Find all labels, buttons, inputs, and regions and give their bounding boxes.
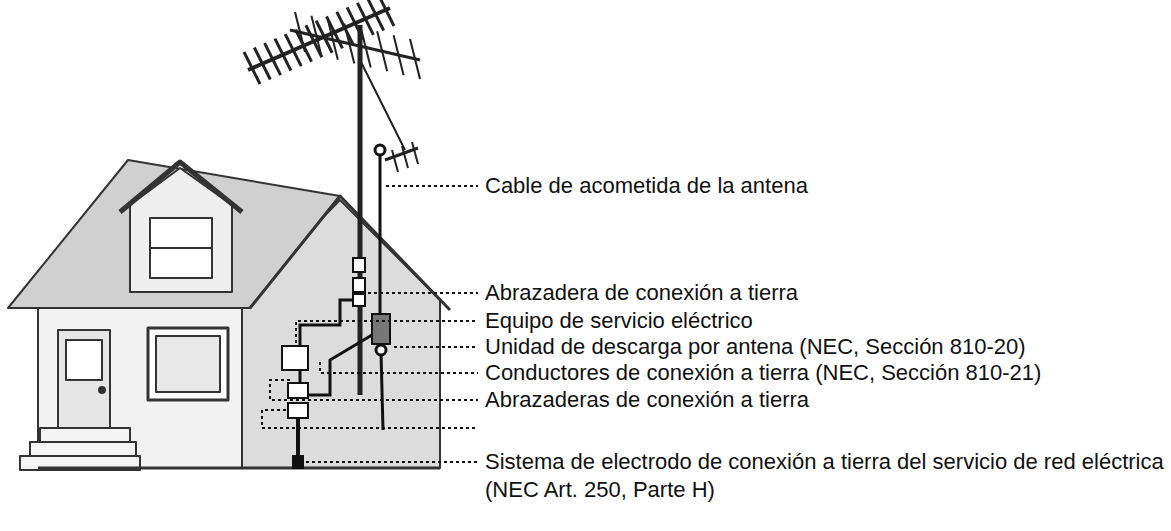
- antenna-element: [410, 39, 420, 79]
- dormer-roof: [120, 162, 242, 212]
- roof: [8, 160, 340, 308]
- antenna-boom: [248, 8, 390, 70]
- ground-clamp: [288, 383, 308, 398]
- callout-label: Abrazaderas de conexión a tierra: [485, 386, 809, 414]
- antenna-element: [344, 24, 354, 64]
- callout-label: Cable de acometida de la antena: [485, 172, 808, 200]
- antenna-element: [368, 0, 384, 30]
- door-knob: [99, 387, 105, 393]
- wiring: [298, 145, 386, 458]
- antenna-element: [328, 20, 338, 60]
- leader-line: [296, 321, 478, 343]
- grounding-conductor: [306, 335, 372, 395]
- door: [58, 330, 110, 428]
- cable-connector: [375, 145, 385, 155]
- antenna-element: [377, 31, 387, 71]
- cable-connector: [376, 345, 386, 355]
- callout-label: Sistema de electrodo de conexión a tierr…: [485, 448, 1165, 504]
- ground-rod-lead: [296, 418, 300, 458]
- dormer-window: [150, 218, 212, 278]
- antenna-element: [402, 146, 408, 168]
- dormer: [130, 168, 232, 292]
- ground-clamp: [288, 403, 308, 418]
- leader-line: [386, 185, 478, 187]
- house: [8, 160, 450, 470]
- discharge-unit: [372, 314, 390, 344]
- antenna-element: [412, 142, 418, 164]
- leader-line: [368, 292, 478, 294]
- antenna-element: [378, 0, 394, 26]
- hardware: [282, 258, 390, 468]
- callout-label: Unidad de descarga por antena (NEC, Secc…: [485, 333, 1026, 361]
- antenna-element: [392, 150, 398, 172]
- step: [30, 442, 136, 456]
- leader-line: [270, 380, 478, 400]
- step: [40, 428, 130, 442]
- leader-lines: [262, 186, 478, 462]
- antenna-element: [311, 16, 321, 56]
- antenna: [244, 0, 420, 395]
- ground-clamp: [353, 278, 365, 292]
- ground-line: [38, 467, 440, 470]
- ground-electrode: [293, 456, 303, 468]
- window-pane: [156, 336, 220, 392]
- window: [148, 328, 228, 400]
- antenna-element: [361, 27, 371, 67]
- antenna-element: [295, 12, 305, 52]
- callout-label: Equipo de servicio eléctrico: [485, 307, 753, 335]
- leader-line: [320, 362, 478, 373]
- leader-line: [306, 461, 478, 463]
- antenna-element: [385, 148, 418, 160]
- callout-label: Abrazadera de conexión a tierra: [485, 279, 798, 307]
- ground-clamp: [353, 258, 365, 272]
- door-panel: [66, 340, 102, 380]
- service-equipment: [282, 346, 308, 370]
- antenna-strut: [360, 60, 405, 150]
- callout-label: Conductores de conexión a tierra (NEC, S…: [485, 359, 1041, 387]
- ground-clamp: [353, 294, 365, 306]
- leader-line: [394, 346, 478, 348]
- leader-line: [262, 410, 478, 428]
- window-bar: [150, 247, 212, 249]
- antenna-element: [394, 35, 404, 75]
- roof-edge: [250, 196, 450, 310]
